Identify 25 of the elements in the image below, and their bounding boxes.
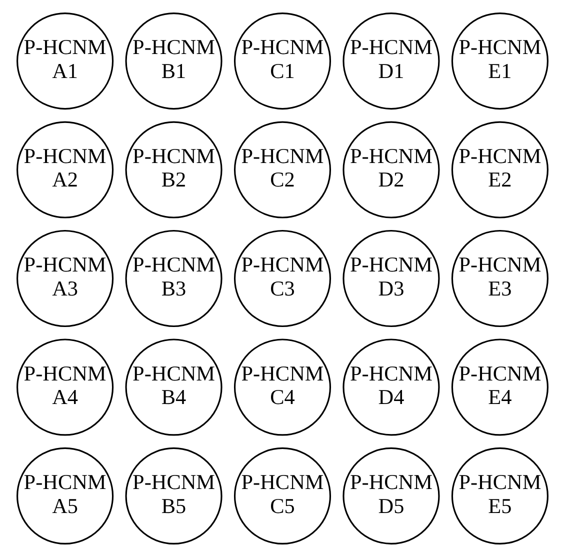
node-circle: P-HCNM D2	[342, 121, 440, 218]
node-circle: P-HCNM D3	[342, 230, 440, 328]
node-circle: P-HCNM B1	[125, 12, 222, 110]
node-circle: P-HCNM A5	[16, 447, 114, 544]
node-circle: P-HCNM C2	[234, 121, 332, 218]
node-circle: P-HCNM B4	[125, 338, 222, 436]
node-circle: P-HCNM A1	[16, 12, 114, 110]
node-circle: P-HCNM A4	[16, 338, 114, 436]
node-circle: P-HCNM E2	[451, 121, 548, 218]
node-circle: P-HCNM E5	[451, 447, 548, 544]
node-circle: P-HCNM C4	[234, 338, 332, 436]
node-circle: P-HCNM C5	[234, 447, 332, 544]
node-circle: P-HCNM A2	[16, 121, 114, 218]
node-circle: P-HCNM E3	[451, 230, 548, 328]
node-circle: P-HCNM D4	[342, 338, 440, 436]
node-circle: P-HCNM C1	[234, 12, 332, 110]
node-circle: P-HCNM B5	[125, 447, 222, 544]
node-circle: P-HCNM D5	[342, 447, 440, 544]
node-circle: P-HCNM C3	[234, 230, 332, 328]
node-circle: P-HCNM B2	[125, 121, 222, 218]
node-circle: P-HCNM D1	[342, 12, 440, 110]
node-circle: P-HCNM A3	[16, 230, 114, 328]
node-circle: P-HCNM B3	[125, 230, 222, 328]
node-circle: P-HCNM E1	[451, 12, 548, 110]
node-circle: P-HCNM E4	[451, 338, 548, 436]
